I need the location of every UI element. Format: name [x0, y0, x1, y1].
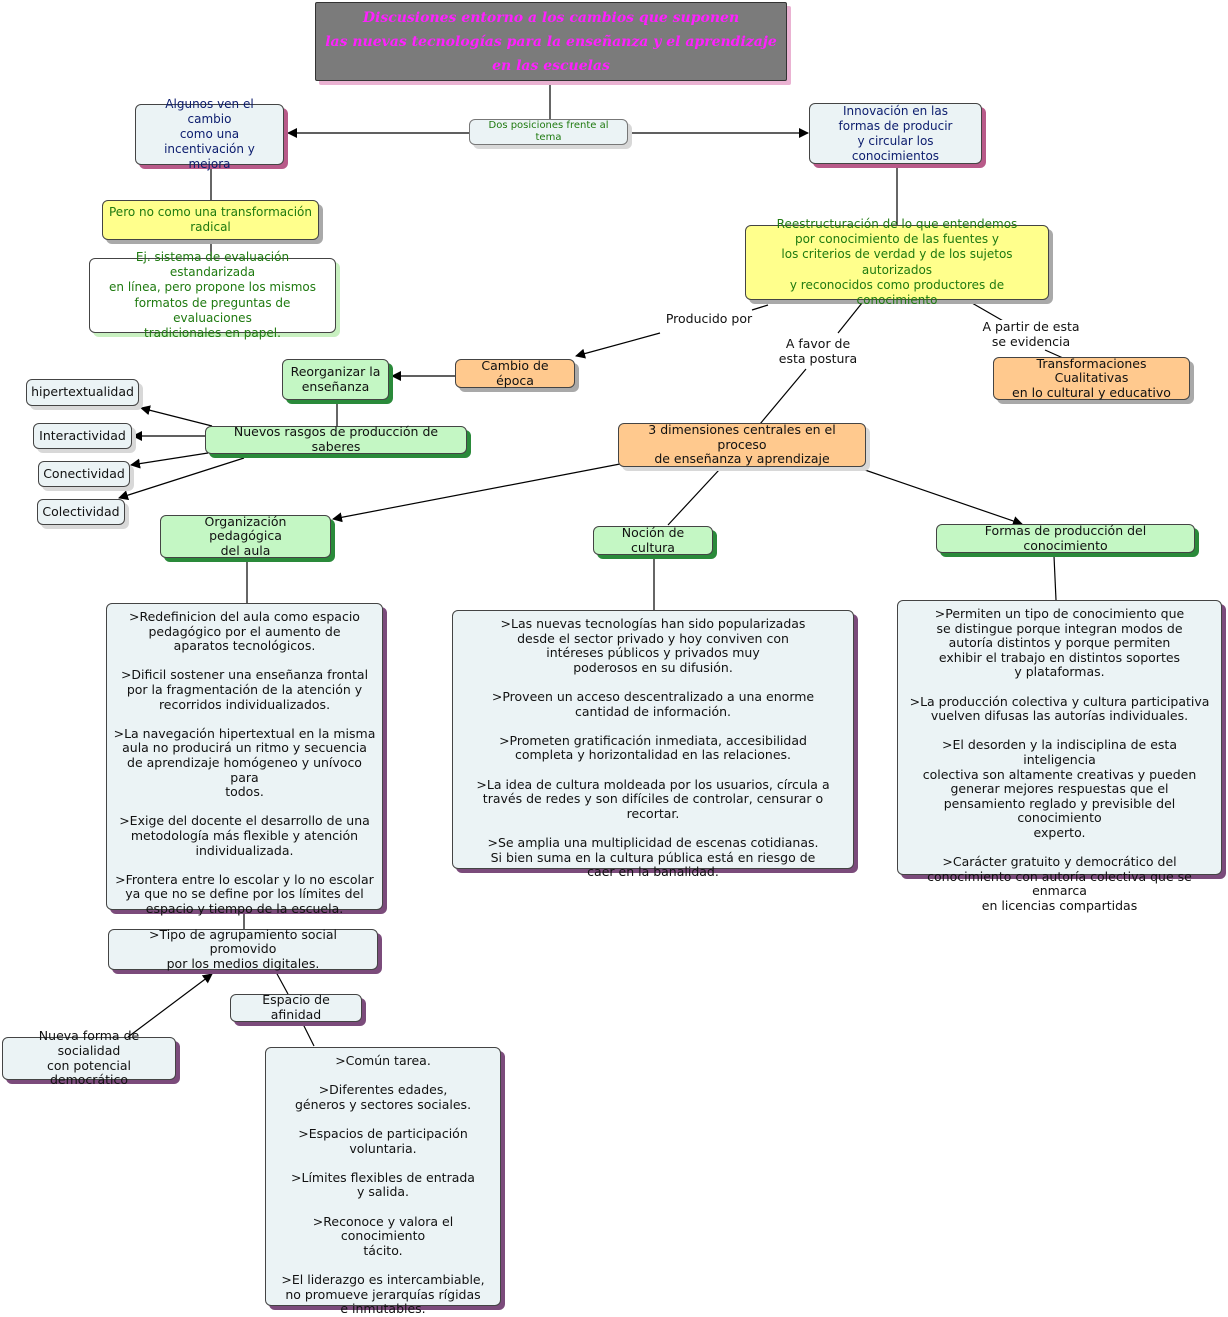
node-cambio-epoca-label: Cambio de época [481, 357, 549, 388]
link-reestr-producido [751, 304, 769, 311]
map-title: Discusiones entorno a los cambios que su… [315, 2, 787, 81]
node-nuevos-rasgos-label: Nuevos rasgos de producción de saberes [233, 424, 439, 454]
link-reestr-apartir [971, 302, 1006, 323]
node-conectividad-label: Conectividad [43, 465, 125, 481]
link-3dim-formas [864, 469, 1023, 526]
node-formas-detalle-text: >Permiten un tipo de conocimiento que se… [909, 606, 1210, 913]
node-reestructuracion[interactable]: Reestructuración de lo que entendemos po… [745, 217, 1049, 307]
node-espacio-afinidad[interactable]: Espacio de afinidad [230, 992, 362, 1022]
node-aula-detalle[interactable]: >Redefinicion del aula como espacio peda… [106, 603, 383, 916]
node-tipo-agrupamiento[interactable]: >Tipo de agrupamiento social promovido p… [108, 926, 378, 971]
label-a-favor: A favor de esta postura [778, 336, 858, 367]
node-cultura-detalle-text: >Las nuevas tecnologías han sido popular… [476, 616, 830, 880]
link-nueva-tipo [127, 973, 213, 1038]
node-formas-label: Formas de producción del conocimiento [984, 522, 1147, 553]
node-hipertextualidad-label: hipertextualidad [31, 384, 134, 400]
node-afinidad-detalle-text: >Común tarea. >Diferentes edades, género… [281, 1053, 485, 1317]
node-nueva-forma-label: Nueva forma de socialidad con potencial … [38, 1028, 140, 1088]
node-dos-posiciones-label: Dos posiciones frente al tema [488, 120, 609, 143]
link-tipo-espacio [275, 971, 289, 995]
node-dos-posiciones[interactable]: Dos posiciones frente al tema [469, 119, 628, 145]
node-colectividad[interactable]: Colectividad [37, 499, 125, 525]
node-reorganizar[interactable]: Reorganizar la enseñanza [282, 359, 389, 400]
node-nueva-forma[interactable]: Nueva forma de socialidad con potencial … [2, 1028, 176, 1087]
node-pero-no-label: Pero no como una transformación radical [109, 205, 313, 234]
node-ejemplo-label: Ej. sistema de evaluación estandarizada … [109, 249, 316, 341]
node-transformaciones-label: Transformaciones Cualitativas en lo cult… [1012, 355, 1171, 400]
link-apartir-transf [1044, 349, 1064, 359]
node-interactividad[interactable]: Interactividad [33, 423, 132, 449]
node-hipertextualidad[interactable]: hipertextualidad [26, 379, 139, 406]
node-reorganizar-label: Reorganizar la enseñanza [290, 363, 381, 394]
label-a-partir: A partir de esta se evidencia [980, 319, 1082, 350]
link-producido-cambio [575, 332, 661, 359]
node-innovacion-label: Innovación en las formas de producir y c… [838, 103, 953, 163]
node-cultura-detalle[interactable]: >Las nuevas tecnologías han sido popular… [452, 610, 854, 879]
node-algunos-ven[interactable]: Algunos ven el cambio como una incentiva… [135, 97, 284, 171]
link-espacio-detalle [302, 1023, 315, 1047]
node-transformaciones[interactable]: Transformaciones Cualitativas en lo cult… [993, 355, 1190, 400]
node-formas-detalle[interactable]: >Permiten un tipo de conocimiento que se… [897, 600, 1222, 913]
node-nocion-label: Noción de cultura [621, 524, 685, 555]
node-innovacion[interactable]: Innovación en las formas de producir y c… [809, 103, 982, 164]
node-cambio-epoca[interactable]: Cambio de época [455, 357, 575, 388]
node-colectividad-label: Colectividad [42, 503, 120, 519]
link-nuevos-conec [130, 452, 209, 469]
link-3dim-nocion [667, 469, 720, 526]
node-conectividad[interactable]: Conectividad [38, 461, 130, 487]
node-interactividad-label: Interactividad [39, 427, 126, 443]
node-espacio-afinidad-label: Espacio de afinidad [262, 992, 330, 1022]
link-nuevos-hiper [140, 405, 213, 427]
node-pero-no[interactable]: Pero no como una transformación radical [102, 200, 319, 240]
node-tres-dimensiones[interactable]: 3 dimensiones centrales en el proceso de… [618, 422, 866, 467]
link-nuevos-colec [118, 457, 245, 501]
label-producido-por: Producido por [664, 311, 754, 327]
node-aula-detalle-text: >Redefinicion del aula como espacio peda… [113, 609, 376, 916]
link-formas-detalle [1053, 555, 1057, 601]
node-nocion[interactable]: Noción de cultura [593, 524, 713, 555]
node-organizacion[interactable]: Organización pedagógica del aula [160, 513, 331, 558]
node-tipo-agrupamiento-label: >Tipo de agrupamiento social promovido p… [148, 926, 338, 971]
link-3dim-organizacion [332, 463, 621, 523]
map-title-text: Discusiones entorno a los cambios que su… [325, 9, 777, 74]
link-reestr-afavor [837, 302, 863, 334]
node-reestructuracion-label: Reestructuración de lo que entendemos po… [776, 216, 1018, 308]
node-afinidad-detalle[interactable]: >Común tarea. >Diferentes edades, género… [265, 1047, 501, 1316]
node-tres-dimensiones-label: 3 dimensiones centrales en el proceso de… [648, 422, 836, 467]
node-algunos-ven-label: Algunos ven el cambio como una incentiva… [164, 97, 255, 171]
node-formas[interactable]: Formas de producción del conocimiento [936, 522, 1195, 553]
node-ejemplo[interactable]: Ej. sistema de evaluación estandarizada … [89, 250, 336, 340]
node-organizacion-label: Organización pedagógica del aula [204, 513, 287, 558]
link-afavor-3dim [759, 368, 807, 425]
node-nuevos-rasgos[interactable]: Nuevos rasgos de producción de saberes [205, 424, 467, 454]
